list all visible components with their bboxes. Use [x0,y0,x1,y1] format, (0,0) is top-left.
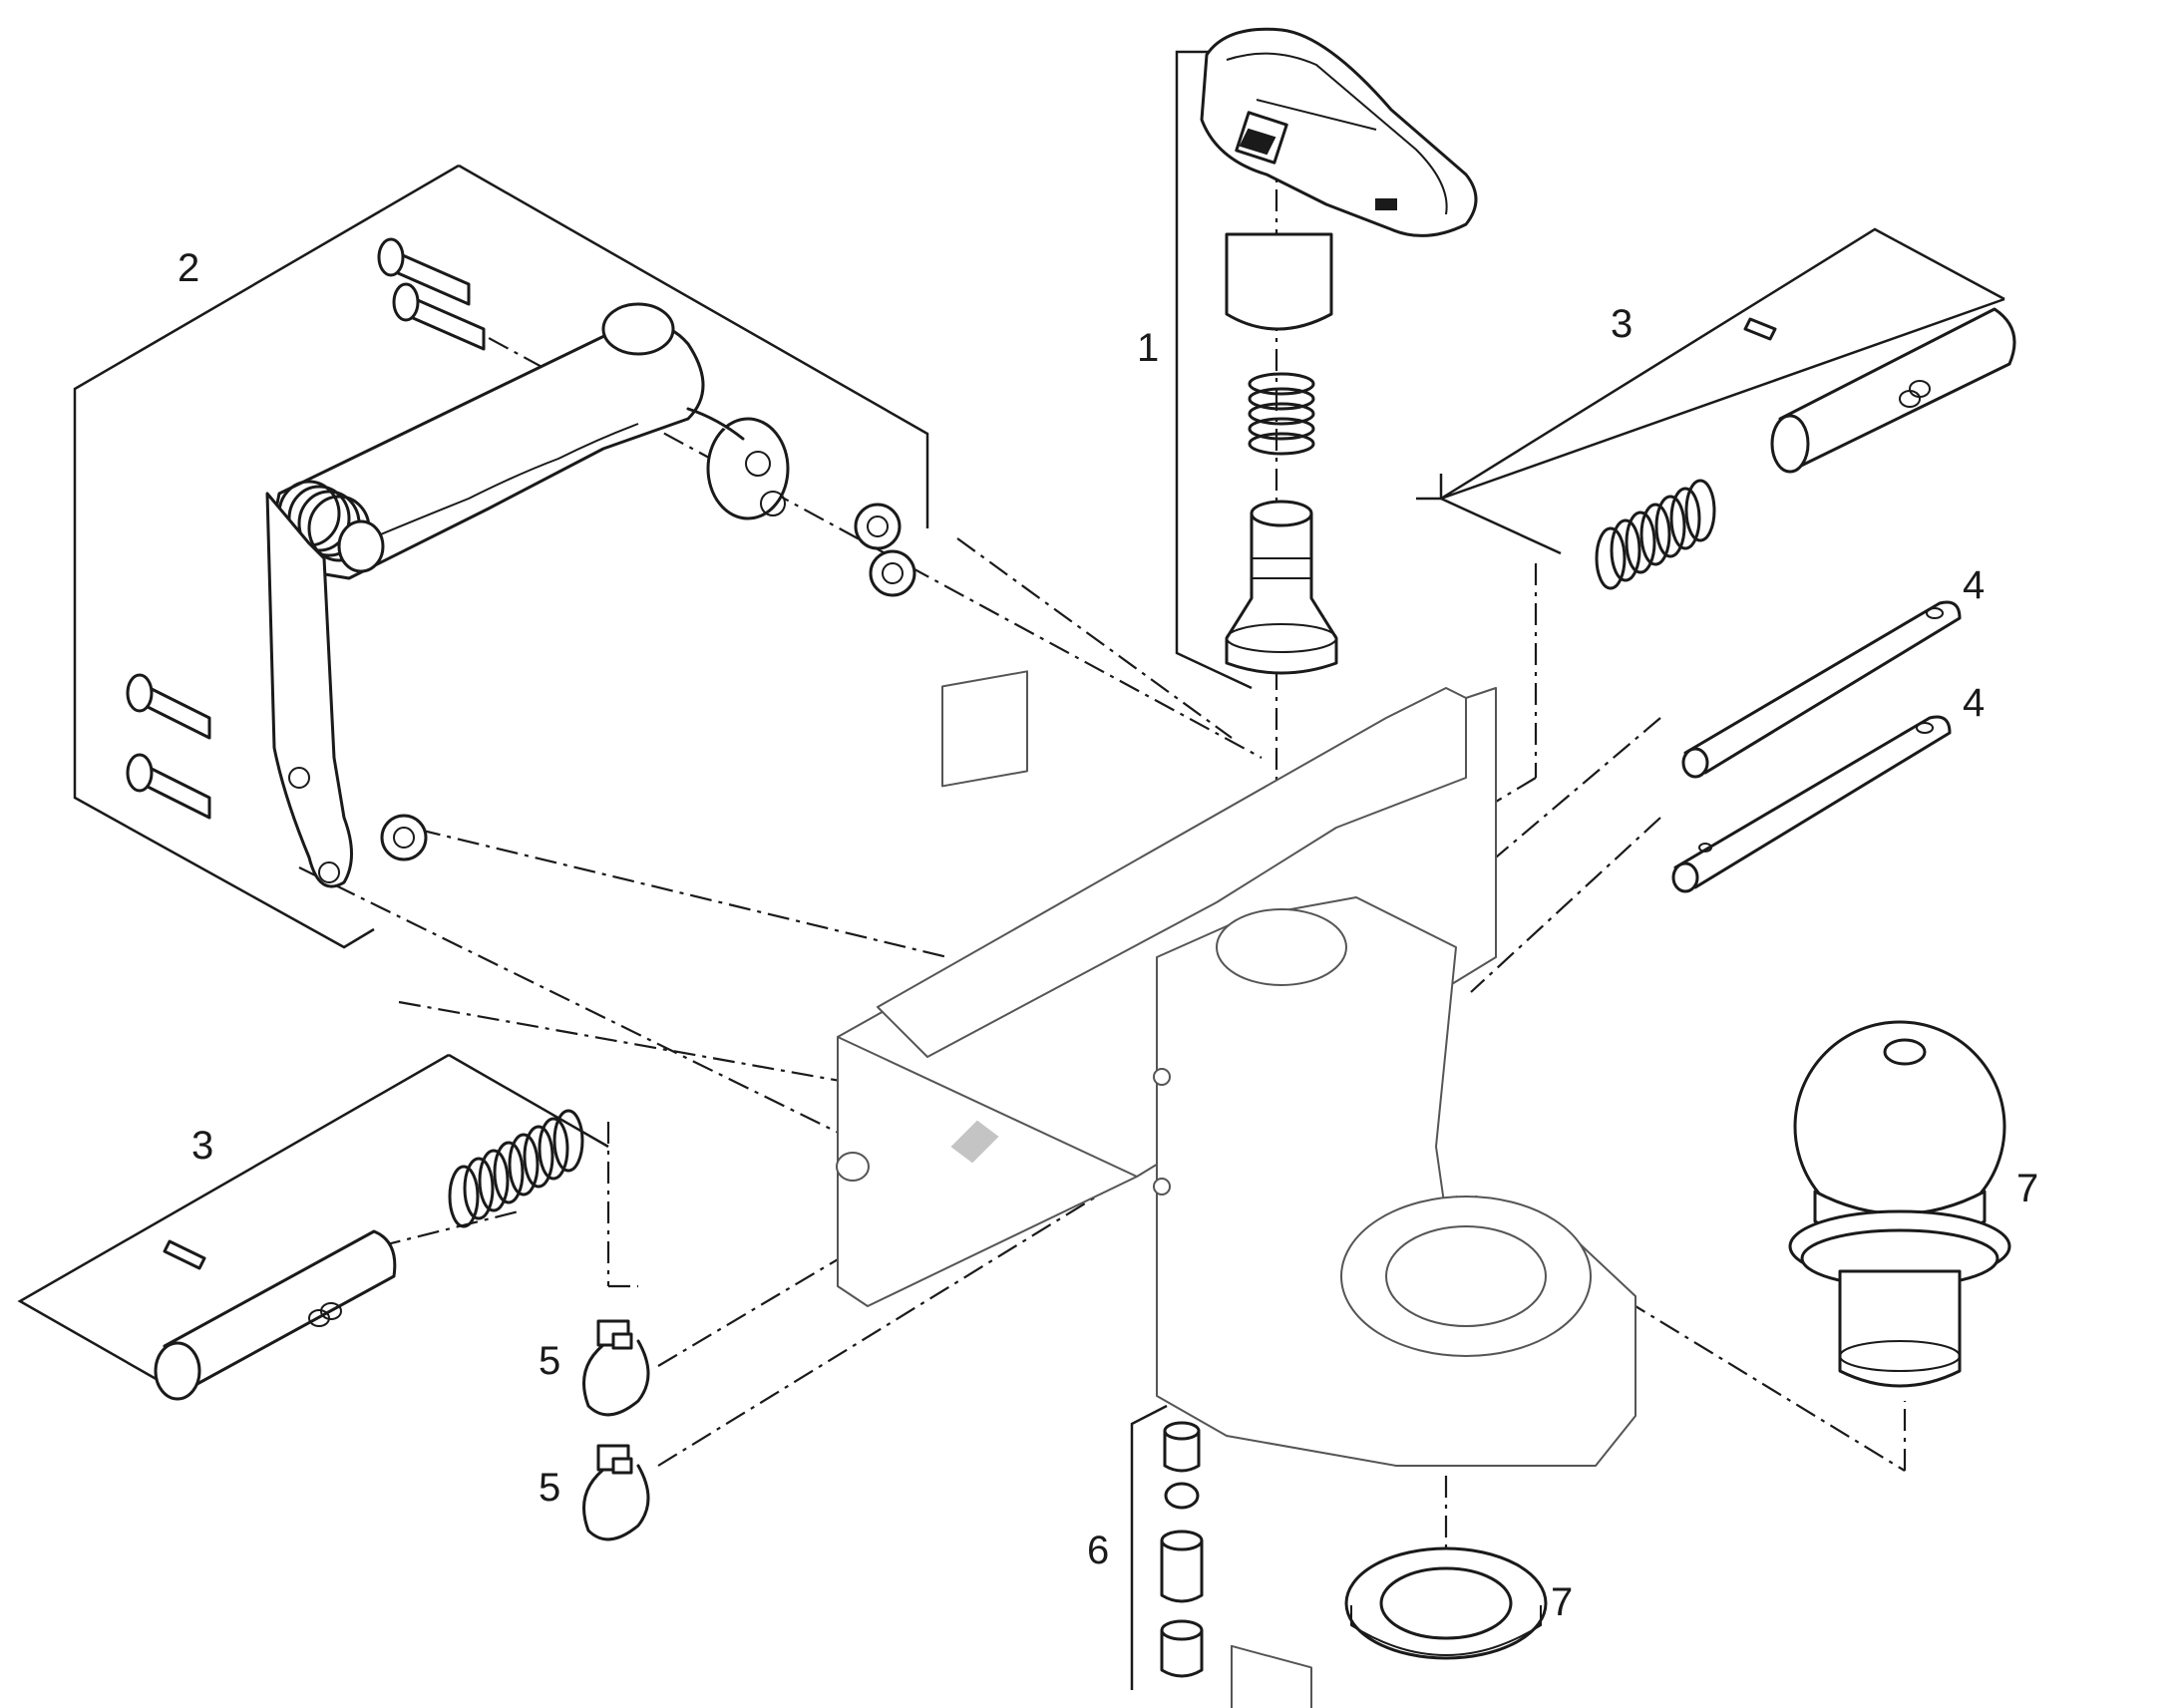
linch-pin-upper [582,1319,650,1417]
callout-6: 6 [1087,1529,1109,1572]
lever-pins-upper [377,237,486,351]
shaft-pin-lower [1671,715,1952,893]
pin-spring-right [1595,479,1716,590]
callout-4-lower: 4 [1963,681,1985,725]
callout-3-left: 3 [191,1124,213,1168]
group-frame-6 [1130,1404,1168,1690]
callout-7-ball: 7 [2016,1167,2038,1210]
stack-parts-6 [1160,1421,1204,1678]
callout-5-lower: 5 [539,1466,560,1510]
callout-7-nut: 7 [1551,1580,1573,1624]
tow-ball [1788,1020,2011,1388]
locking-plunger [1225,500,1338,675]
callout-3-right: 3 [1611,302,1633,346]
shaft-pin-upper [1681,600,1962,779]
group-frame-1 [1175,50,1253,690]
callout-2: 2 [178,246,199,290]
lever-pins-lower [126,673,211,820]
linch-pin-lower [582,1444,650,1541]
callout-5-upper: 5 [539,1339,560,1383]
pin-spring-left [448,1109,584,1228]
lever-bushings [380,503,916,861]
release-pin-left [154,1229,397,1401]
lever-arm [272,302,790,580]
lever-link [265,492,353,888]
callout-1: 1 [1137,326,1159,370]
group-frame-3-left [17,1053,609,1383]
group-frame-3-right [1416,227,2005,555]
group-frame-2 [73,164,929,949]
release-pin-right [1743,307,2016,474]
retaining-nut [1344,1546,1548,1660]
coupling-body [836,670,1636,1708]
callout-4-upper: 4 [1963,563,1985,607]
handle-grip [1200,27,1478,331]
handle-spring [1248,372,1315,456]
